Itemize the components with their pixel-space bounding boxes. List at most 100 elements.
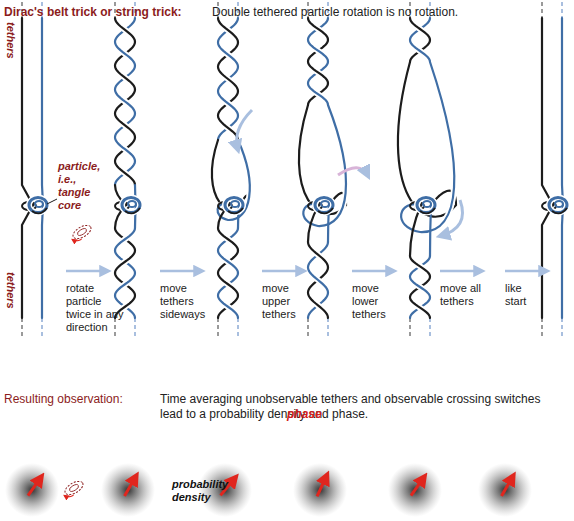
- tether-strand: [218, 42, 238, 66]
- probability-cloud: [293, 463, 347, 517]
- core-loop: [122, 198, 140, 213]
- tether-strand: [308, 83, 328, 105]
- tether-continuation: [217, 318, 219, 336]
- tether-continuation: [561, 2, 563, 18]
- tether-strand: [115, 42, 135, 66]
- tether-strand: [410, 256, 430, 277]
- tether-label: tethers: [4, 22, 17, 59]
- tether-strand: [115, 273, 135, 296]
- tether-strand: [115, 273, 135, 296]
- tether-continuation: [429, 318, 431, 336]
- tether-strand: [308, 18, 328, 40]
- tether-strand: [218, 251, 238, 274]
- particle-layer: [22, 198, 567, 214]
- leader-line: [47, 199, 57, 204]
- tether-strand: [410, 18, 430, 40]
- tether-strand: [218, 273, 238, 296]
- rotation-orbit: [63, 479, 85, 498]
- strand-halo: [115, 161, 135, 185]
- tether-continuation: [541, 318, 543, 336]
- step-arrow: [352, 270, 394, 273]
- strand-halo: [115, 113, 135, 137]
- strand-halo: [401, 62, 454, 232]
- move-arrow: [440, 200, 463, 236]
- tether-strand: [308, 62, 328, 84]
- tether-strand: [299, 105, 346, 214]
- core-loop: [128, 201, 136, 207]
- tether-strand: [218, 116, 238, 140]
- tangle-core: [308, 198, 333, 214]
- tether-strand: [562, 18, 563, 205]
- core-loop: [32, 208, 47, 213]
- tether-strand: [218, 116, 238, 140]
- core-loop: [225, 198, 243, 213]
- phase-arrow: [125, 475, 137, 496]
- tether-strand: [308, 40, 328, 62]
- tether-strand: [308, 18, 328, 40]
- tangle-core: [115, 198, 140, 214]
- step-arrow: [160, 270, 202, 273]
- step-arrow: [440, 270, 482, 273]
- phase-label: phase: [287, 408, 322, 421]
- core-loop: [125, 208, 140, 213]
- tether-strand: [115, 113, 135, 137]
- tether-strand: [218, 18, 238, 42]
- core-loop: [315, 198, 333, 213]
- subtitle: Double tethered particle rotation is no …: [212, 5, 458, 19]
- step-caption: rotate particle twice in any direction: [66, 282, 128, 334]
- tether-continuation: [114, 318, 116, 336]
- tether-strand: [22, 205, 33, 318]
- rotation-orbit: [68, 483, 79, 492]
- core-loop: [231, 201, 239, 207]
- tether-strand: [115, 137, 135, 161]
- strand-halo: [115, 273, 135, 296]
- tether-strand: [303, 105, 346, 226]
- core-loop: [228, 208, 243, 213]
- rotation-symbol: [61, 479, 86, 500]
- step-arrow: [505, 270, 547, 273]
- strand-halo: [218, 273, 238, 296]
- tether-strand: [398, 62, 456, 217]
- tether-strand: [115, 137, 135, 161]
- tether-strand: [308, 62, 328, 84]
- phase-arrow: [502, 475, 514, 496]
- tether-continuation: [409, 318, 411, 336]
- strand-halo: [308, 83, 328, 105]
- strand-halo: [308, 62, 328, 84]
- tether-strand: [115, 251, 135, 274]
- tether-strand: [42, 18, 43, 205]
- tether-continuation: [307, 318, 309, 336]
- core-loop: [423, 201, 431, 207]
- tether-strand: [308, 242, 328, 267]
- core-loop: [417, 198, 435, 213]
- tether-strand: [218, 228, 238, 251]
- strand-halo: [303, 105, 346, 226]
- tether-strand: [410, 18, 430, 40]
- strand-halo: [218, 42, 238, 66]
- rotation-orbit: [76, 227, 87, 236]
- tether-continuation: [237, 318, 239, 336]
- tether-strand: [115, 90, 135, 114]
- tether-layer: [22, 2, 563, 336]
- core-loop: [549, 198, 567, 213]
- strand-halo: [410, 277, 430, 298]
- tether-strand: [308, 293, 328, 318]
- tether-strand: [308, 83, 328, 105]
- core-loop: [315, 198, 333, 213]
- tether-strand: [410, 297, 430, 318]
- tether-strand: [218, 18, 238, 42]
- tether-strand: [218, 296, 238, 319]
- core-loop: [122, 198, 140, 213]
- title: Dirac's belt trick or string trick:: [4, 5, 182, 19]
- tether-strand: [218, 296, 238, 319]
- strand-halo: [115, 228, 135, 251]
- tether-strand: [218, 67, 238, 91]
- tether-strand: [115, 161, 135, 185]
- tether-strand: [401, 62, 454, 232]
- strand-halo: [308, 293, 328, 318]
- tether-strand: [115, 228, 135, 251]
- tangle-core: [218, 198, 243, 214]
- particle-label: particle, i.e., tangle core: [58, 160, 110, 212]
- strand-halo: [410, 297, 430, 318]
